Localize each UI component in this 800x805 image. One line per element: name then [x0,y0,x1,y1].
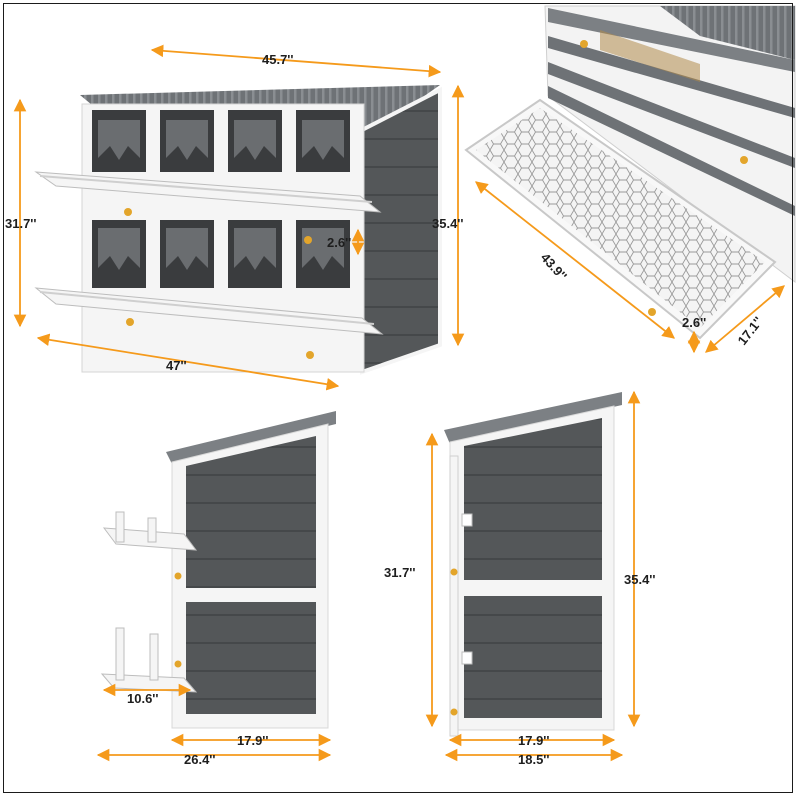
dim-label-perch-gap: 2.6'' [327,235,351,250]
latch-knob-icon [174,572,182,580]
latch-knob-icon [306,351,314,359]
back-side-view: 31.7'' 35.4'' 17.9'' 18.5'' [384,390,655,767]
upper-perch [34,171,382,213]
latch-knob-icon [450,568,458,576]
back-roof [444,392,622,444]
latch-knob-icon [580,40,588,48]
tray-roof [660,6,795,60]
tray-detail-view: 43.9'' 2.6'' 17.1'' [464,5,796,354]
dim-line-front-width-top [150,44,442,78]
latch-knob-icon [740,156,748,164]
front-view: 45.7'' 31.7'' 35.4'' 2.6'' 47'' [5,44,465,391]
dim-line-front-width-bottom [36,333,340,391]
dim-label-back-height-right: 35.4'' [624,572,655,587]
lower-nest-row [92,220,350,288]
dim-line-tray-depth [705,285,785,353]
dim-label-front-height-right: 35.4'' [432,216,463,231]
latch-knob-icon [124,208,132,216]
dim-label-back-height-left: 31.7'' [384,565,415,580]
dim-label-tray-length: 43.9'' [538,250,570,283]
side-lower-panel [186,602,316,714]
upper-nest-row [92,110,350,172]
dim-label-back-depth-body: 17.9'' [518,733,549,748]
dim-label-tray-depth: 17.1'' [735,314,766,348]
dim-label-front-width-bottom: 47'' [166,358,187,373]
latch-knob-icon [450,708,458,716]
dim-label-side-depth-total: 26.4'' [184,752,215,767]
latch-knob-icon [648,308,656,316]
dim-label-tray-lip: 2.6'' [682,315,706,330]
dim-label-front-height-left: 31.7'' [5,216,36,231]
dim-label-side-perch-depth: 10.6'' [127,691,158,706]
side-upper-perch [102,511,198,551]
dim-label-front-width-top: 45.7'' [262,52,293,67]
dim-label-side-depth-body: 17.9'' [237,733,268,748]
back-lower-panel [464,596,602,718]
lower-perch [34,287,384,335]
side-upper-panel [186,436,316,588]
side-roof [166,411,336,464]
dim-line-tray-length [475,181,675,339]
latch-knob-icon [304,236,312,244]
latch-knob-icon [126,318,134,326]
dim-label-back-depth-total: 18.5'' [518,752,549,767]
side-view: 10.6'' 17.9'' 26.4'' [96,411,336,767]
latch-knob-icon [174,660,182,668]
back-upper-panel [464,418,602,580]
